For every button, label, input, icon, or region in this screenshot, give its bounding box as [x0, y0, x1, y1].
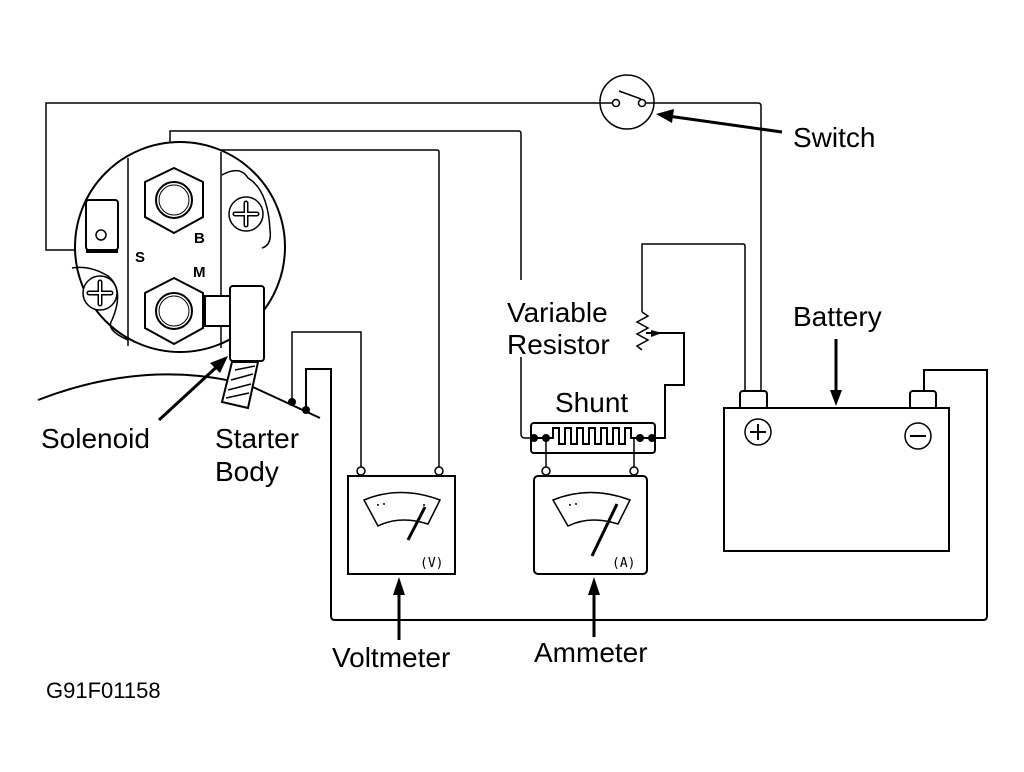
- shunt: [530, 422, 656, 468]
- variable-resistor-label: Resistor: [507, 329, 610, 360]
- starter-body-junction: [302, 406, 310, 414]
- variable-resistor[interactable]: [635, 311, 662, 351]
- voltmeter-unit-label: (V): [420, 556, 443, 571]
- ammeter: (A): [533, 466, 648, 575]
- ammeter-arrow: [588, 577, 600, 637]
- battery-positive-post: [739, 390, 768, 410]
- ammeter-needle: [590, 503, 619, 557]
- starter-body-label: Starter: [215, 423, 299, 454]
- solenoid-arrow: [157, 356, 228, 422]
- screw-icon: [228, 196, 264, 232]
- s-terminal: [85, 199, 119, 251]
- battery-label: Battery: [793, 301, 882, 332]
- wire-switch-to-battery-positive: [652, 102, 762, 393]
- voltmeter-label: Voltmeter: [332, 642, 450, 673]
- switch-arrow: [656, 109, 783, 134]
- terminal-m-label: M: [193, 264, 206, 281]
- m-terminal-nut: [144, 276, 204, 346]
- ammeter-label: Ammeter: [534, 637, 648, 668]
- shunt-label: Shunt: [555, 387, 628, 418]
- voltmeter-needle: [406, 506, 427, 541]
- wire-starter-body-to-voltmeter: [291, 331, 362, 467]
- voltmeter-arrow: [393, 577, 405, 640]
- voltmeter: (V): [347, 466, 456, 575]
- battery-arrow: [830, 339, 842, 406]
- ammeter-unit-label: (A): [612, 556, 635, 571]
- battery-positive-icon: [744, 418, 772, 446]
- starter-body-outline: [37, 373, 321, 419]
- wire-b-terminal-to-shunt-lower: [520, 357, 534, 439]
- solenoid-label: Solenoid: [41, 423, 150, 454]
- b-terminal-nut: [144, 166, 204, 235]
- screw-icon: [82, 275, 118, 311]
- wire-resistor-wiper-to-shunt: [652, 332, 685, 439]
- starter-body-label: Body: [215, 456, 279, 487]
- wire-b-terminal-to-shunt: [169, 130, 522, 280]
- solenoid: S B M: [71, 141, 286, 362]
- switch[interactable]: [599, 74, 655, 130]
- starter-body-junction: [288, 398, 296, 406]
- wire-starter-body-return: [305, 368, 988, 621]
- battery-negative-icon: [904, 422, 932, 450]
- wire-b-terminal-to-voltmeter: [177, 149, 440, 467]
- starter-cable: [220, 361, 260, 410]
- terminal-s-label: S: [135, 249, 145, 266]
- switch-label: Switch: [793, 122, 875, 153]
- battery-negative-post: [909, 390, 937, 410]
- terminal-b-label: B: [194, 230, 205, 247]
- variable-resistor-label: Variable: [507, 297, 608, 328]
- figure-id: G91F01158: [46, 678, 161, 703]
- battery: [723, 390, 950, 552]
- m-lead-connector: [229, 285, 265, 362]
- wire-resistor-to-battery-positive: [641, 243, 746, 392]
- wire-s-terminal-to-switch: [45, 102, 600, 251]
